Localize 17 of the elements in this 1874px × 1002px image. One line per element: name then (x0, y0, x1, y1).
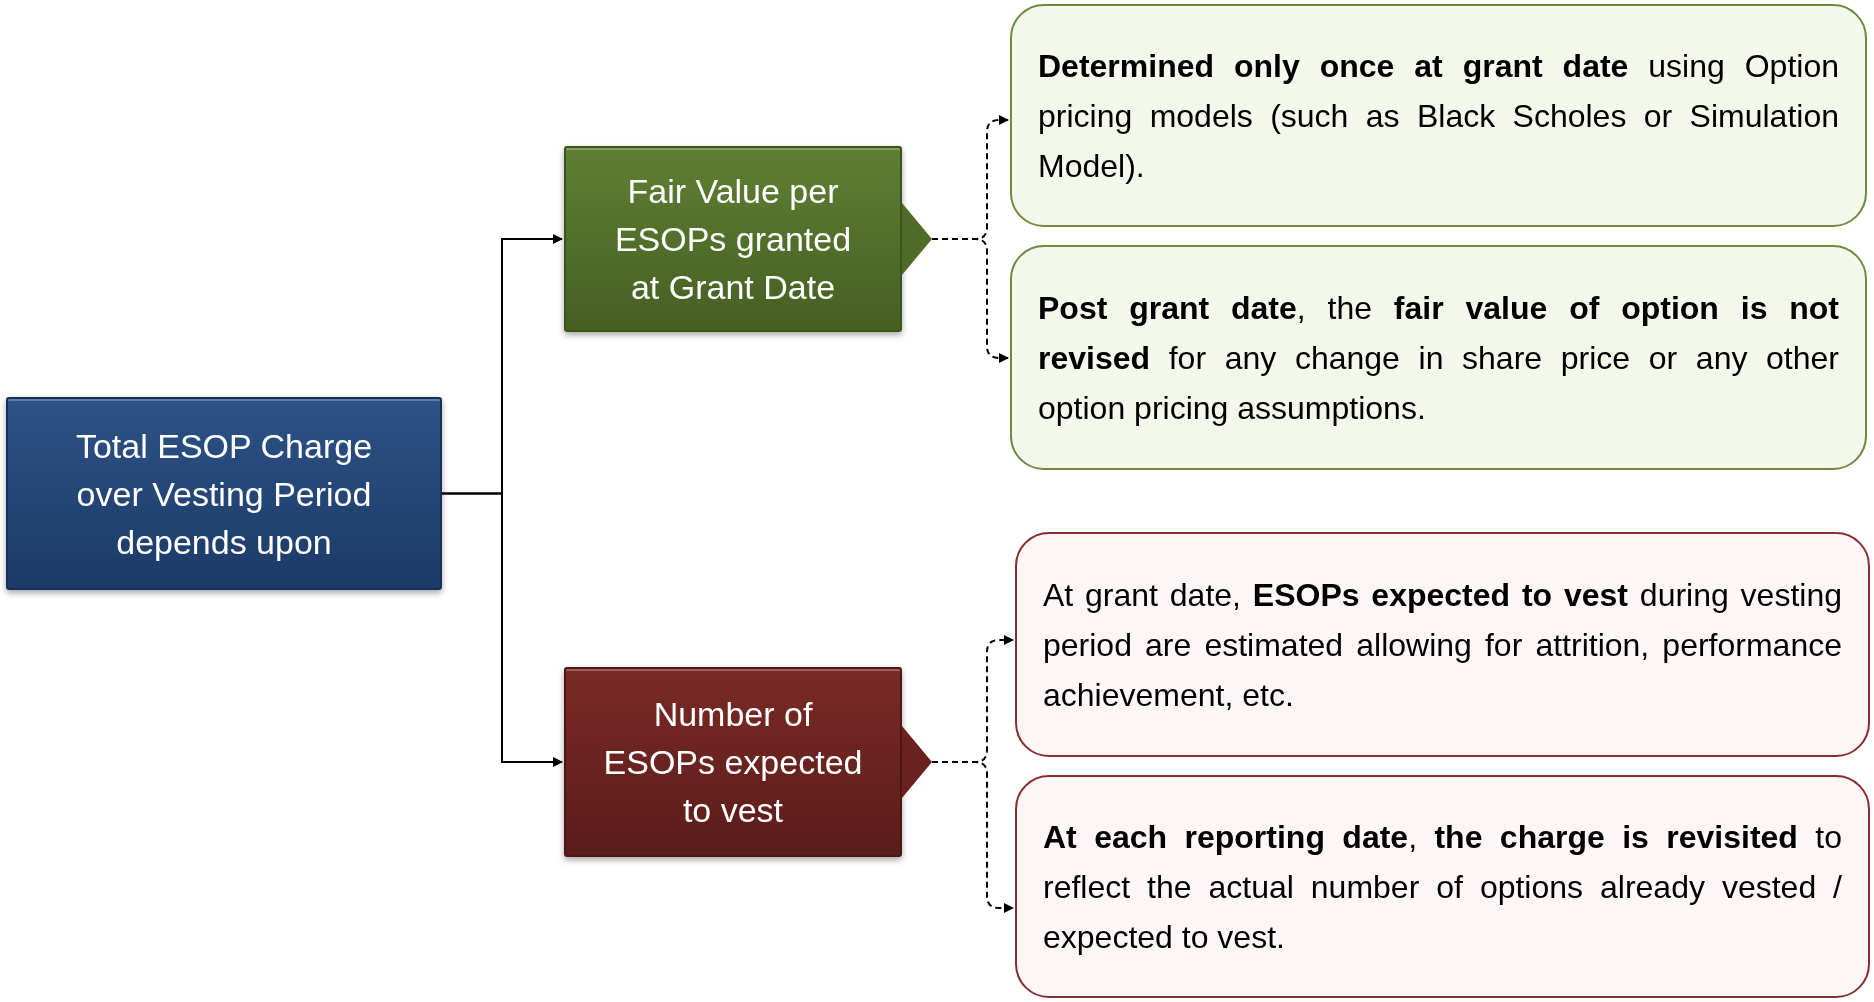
note-text: Post grant date, the fair value of option is not revised for any change in share price or any other option pricing assumptions. (1038, 288, 1839, 428)
note-text: Determined only once at grant date using Option pricing models (such as Black Scholes or Simulation Model). (1038, 46, 1839, 186)
arrow (441, 492, 563, 767)
note-text: At each reporting date, the charge is revisited to reflect the actual number of options already vested / expected to vest. (1043, 817, 1842, 957)
note-box (1015, 532, 1870, 757)
dashed-arrow (931, 238, 1009, 363)
pointer-box (564, 146, 932, 332)
dashed-arrow (931, 761, 1014, 913)
box-label: Fair Value per ESOPs granted at Grant Date (613, 171, 853, 308)
note-box (1010, 4, 1867, 227)
process-box (6, 397, 442, 590)
note-box (1010, 245, 1867, 470)
note-text: At grant date, ESOPs expected to vest during vesting period are estimated allowing for attrition, performance achievement, etc. (1043, 575, 1842, 715)
box-label: Total ESOP Charge over Vesting Period depends upon (74, 425, 374, 563)
box-label: Number of ESOPs expected to vest (602, 694, 864, 831)
note-box (1015, 775, 1870, 998)
pointer-box (564, 667, 932, 857)
